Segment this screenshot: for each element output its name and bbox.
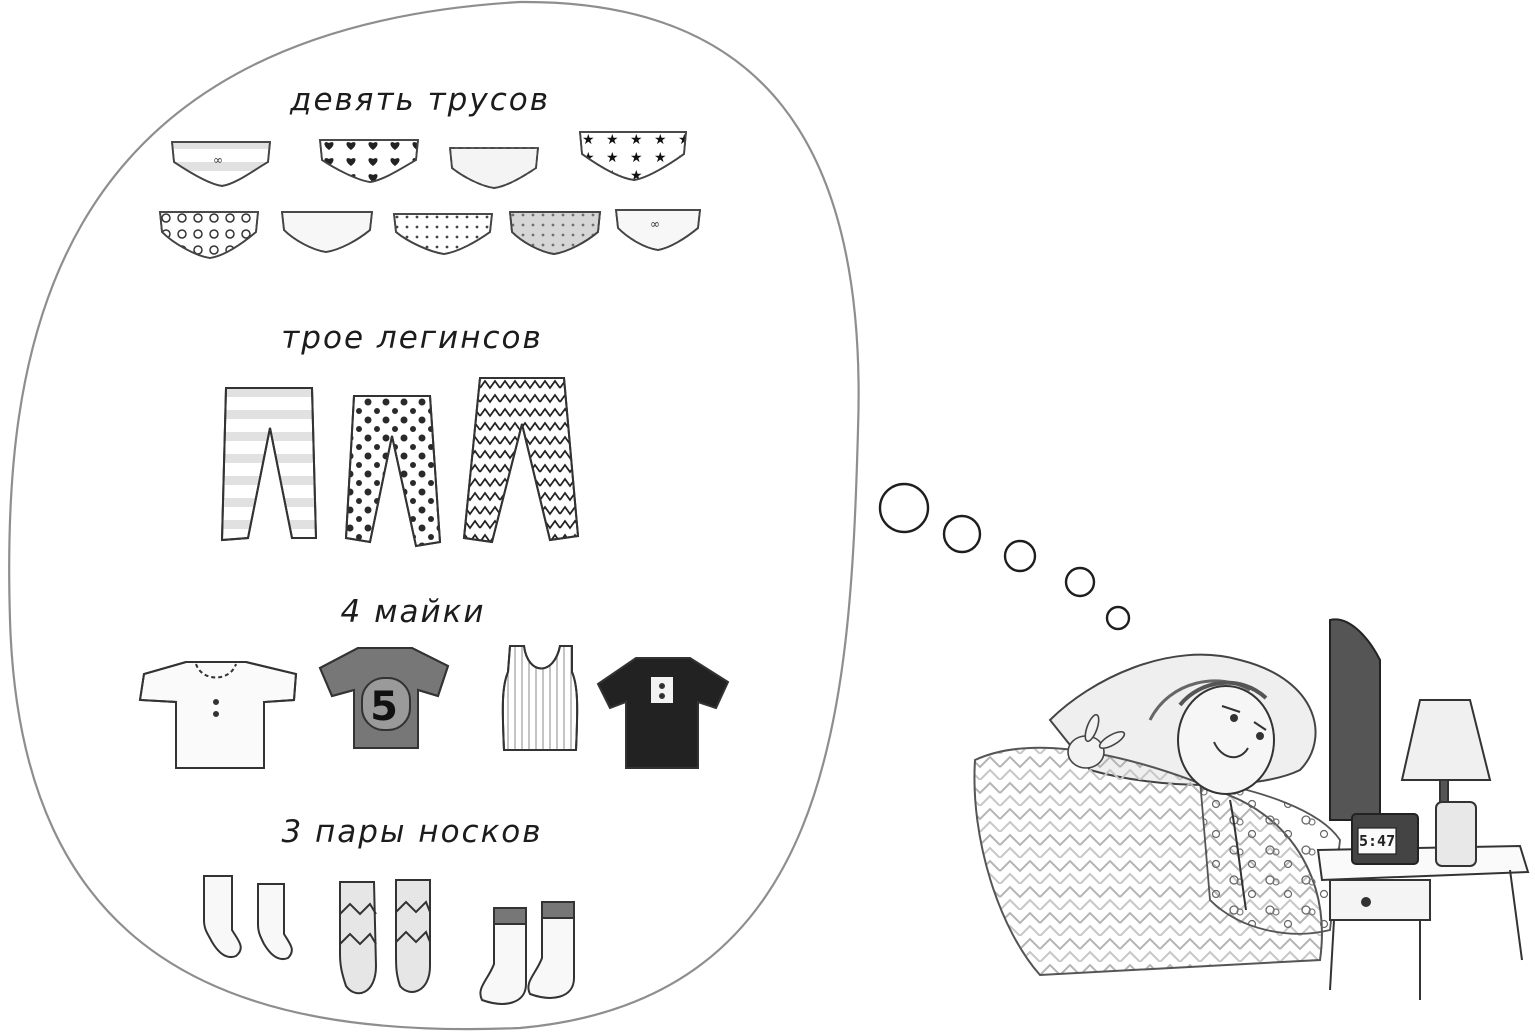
socks-group (203, 875, 575, 1005)
shirt-ruffle-collar (138, 661, 298, 769)
underwear-dots (392, 213, 494, 255)
svg-text:∞: ∞ (213, 153, 223, 167)
bunny-toy (1067, 713, 1126, 769)
shirt-tank-top (501, 645, 579, 751)
shirts-group (138, 645, 730, 769)
shirt-number (318, 647, 450, 749)
clock-time-text: 5:47 (1359, 832, 1396, 850)
sock-pair-patterned (339, 879, 431, 995)
socks-label: 3 пары носков (281, 814, 543, 850)
underwear-stars (579, 131, 687, 181)
leggings-chevron (462, 377, 580, 544)
leggings-polka (344, 395, 442, 548)
lamp (1400, 699, 1492, 867)
alarm-clock (1351, 813, 1419, 865)
sock-pair-banded (479, 901, 575, 1005)
shirt-dark (596, 657, 730, 769)
underwear-bow: ∞ (614, 209, 702, 251)
leggings-striped (220, 387, 318, 542)
bed-scene (973, 618, 1530, 1000)
underwear-striped: ∞ (171, 141, 271, 187)
underwear-circles (159, 211, 259, 259)
underwear-plain (280, 211, 374, 253)
shirt-number-text: 5 (370, 684, 400, 730)
sleeping-girl (1148, 679, 1275, 911)
thought-trail (878, 482, 1131, 631)
underwear-label: девять трусов (290, 82, 550, 118)
nightstand (1316, 844, 1530, 1000)
leggings-group (220, 377, 580, 548)
underwear-scalloped (449, 147, 539, 189)
sock-pair-plain (203, 875, 293, 960)
underwear-diamonds (509, 211, 601, 255)
headboard (1329, 618, 1381, 821)
underwear-hearts (319, 139, 419, 183)
svg-text:∞: ∞ (650, 217, 660, 231)
shirts-label: 4 майки (340, 594, 486, 630)
leggings-label: трое легинсов (281, 320, 543, 356)
underwear-group-2: ∞ (159, 209, 702, 259)
underwear-group: ∞ (171, 131, 687, 189)
